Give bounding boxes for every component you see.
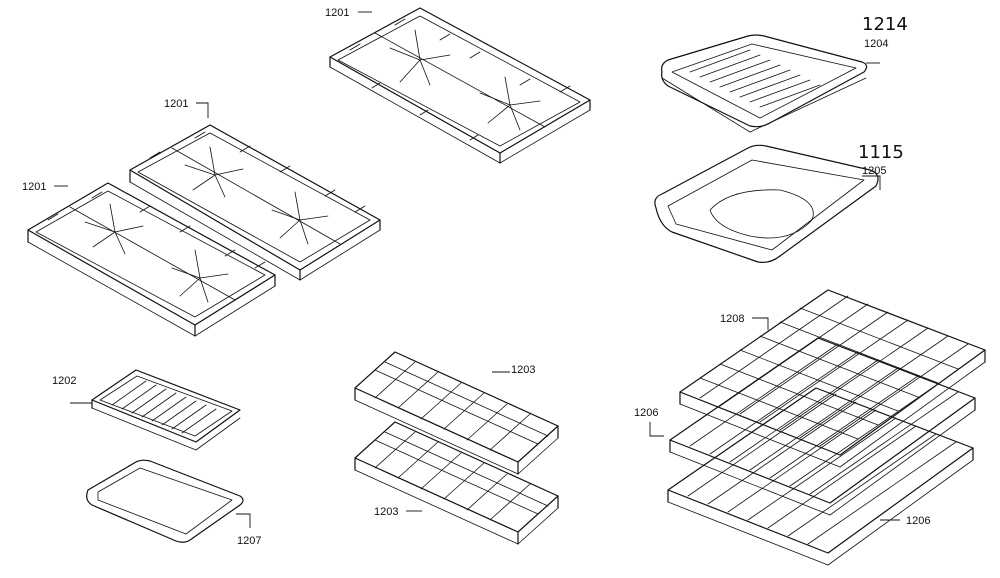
rack-assembly-drawing bbox=[667, 289, 986, 566]
leader-roasting-pan bbox=[862, 175, 881, 190]
grate-left-drawing bbox=[27, 182, 276, 337]
broil-tray-drawing bbox=[86, 459, 244, 543]
oven-rack-lower-drawing bbox=[354, 421, 559, 545]
handwritten-roasting-pan: 1115 bbox=[858, 142, 904, 163]
leader-broil-tray bbox=[236, 513, 251, 528]
leader-grate-middle bbox=[196, 102, 209, 118]
label-rack-assembly-right: 1206 bbox=[906, 515, 930, 527]
leader-rack-assembly-left bbox=[649, 422, 664, 437]
label-broil-tray: 1207 bbox=[237, 535, 261, 547]
label-broiler-pan-top: 1204 bbox=[864, 38, 888, 50]
oven-rack-upper-drawing bbox=[354, 351, 559, 475]
label-grate-left: 1201 bbox=[22, 181, 46, 193]
label-roasting-pan: 1205 bbox=[862, 165, 886, 177]
grate-middle-drawing bbox=[129, 124, 381, 281]
leader-rack-assembly-top bbox=[752, 317, 769, 330]
label-rack-assembly-left: 1206 bbox=[634, 407, 658, 419]
handwritten-broiler-pan-top: 1214 bbox=[862, 14, 908, 35]
label-oven-rack-lower: 1203 bbox=[374, 506, 398, 518]
label-grate-top: 1201 bbox=[325, 7, 349, 19]
broiler-pan-top-drawing bbox=[661, 34, 868, 133]
label-rack-assembly-top: 1208 bbox=[720, 313, 744, 325]
label-broil-insert: 1202 bbox=[52, 375, 76, 387]
label-oven-rack-upper: 1203 bbox=[511, 364, 535, 376]
label-grate-middle: 1201 bbox=[164, 98, 188, 110]
roasting-pan-drawing bbox=[654, 144, 879, 263]
broil-insert-drawing bbox=[91, 369, 241, 451]
grate-top-drawing bbox=[329, 7, 591, 164]
